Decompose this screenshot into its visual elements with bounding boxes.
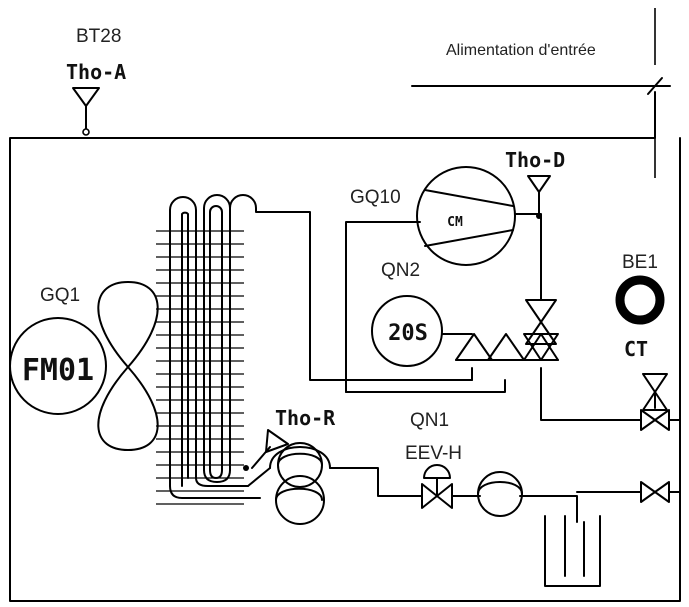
fan-motor-fm01 [9,317,107,415]
expansion-valve-id-qn1: QN1 [410,410,449,431]
fan-blades-icon [97,281,159,451]
ct-id-be1: BE1 [622,252,658,273]
capillary-coil-3-icon [477,471,523,517]
sensor-label-tho-r: Tho-R [275,406,336,430]
compressor-label: CM [447,215,463,230]
fan-motor-label: FM01 [22,353,94,388]
ct-label: CT [624,337,648,361]
power-supply-line [411,77,671,95]
suction-temp-sensor-icon [243,429,289,471]
capillary-coil-2-icon [275,475,325,525]
four-way-valve-id-qn2: QN2 [381,260,420,281]
sensor-label-tho-d: Tho-D [505,148,565,172]
heat-exchanger-coil [156,194,251,505]
receiver-tank-icon [544,515,601,587]
expansion-valve-icon [421,464,453,509]
discharge-temp-sensor-icon [527,175,551,219]
service-valve-liquid-icon [640,481,681,503]
four-way-valve-label: 20S [388,321,428,346]
four-way-valve-coil-20s [371,295,443,367]
compressor-cm [416,166,516,266]
compressor-blades-icon [424,189,514,247]
power-supply-label: Alimentation d'entrée [446,42,596,59]
service-valve-gas-icon [640,373,670,431]
fan-id-gq1: GQ1 [40,285,80,306]
refrigerant-piping [229,194,681,421]
sensor-id-bt28: BT28 [76,26,121,47]
compressor-id-gq10: GQ10 [350,187,401,208]
sensor-label-tho-a: Tho-A [66,60,126,84]
capillary-coil-1-icon [277,442,323,488]
expansion-valve-label: EEV-H [405,443,462,464]
four-way-valve-body-icon [453,299,559,361]
outdoor-air-sensor-icon [72,87,100,136]
current-transformer-ct-icon [615,275,665,325]
liquid-line-piping [247,446,642,523]
